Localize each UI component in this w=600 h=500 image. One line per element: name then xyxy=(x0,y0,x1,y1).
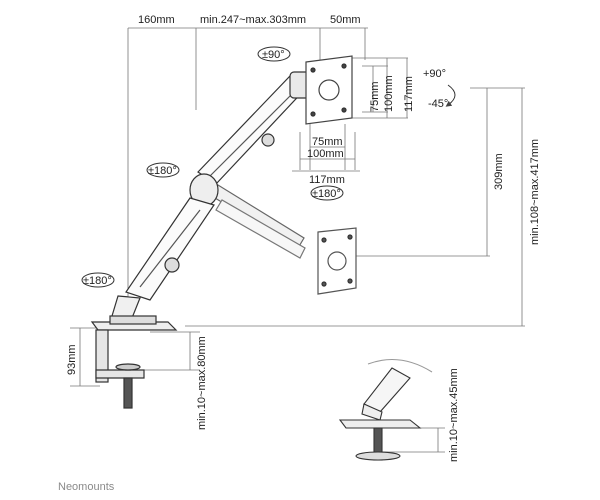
width-top-label: 160mm xyxy=(138,14,175,26)
upper-joint-label: ±180° xyxy=(148,165,177,177)
rotate-top-label: ±90° xyxy=(262,49,285,61)
rotate-lower-joint-icon xyxy=(81,272,115,288)
rotate-upper-joint-icon xyxy=(146,162,180,178)
vesa-h-100-label: 100mm xyxy=(383,75,395,112)
rotate-top-icon xyxy=(257,46,291,62)
tilt-icon xyxy=(445,84,456,107)
clamp-height-label: 93mm xyxy=(66,344,78,375)
lower-joint-label: ±180° xyxy=(83,275,112,287)
total-height-label: min.108~max.417mm xyxy=(529,139,541,245)
vesa-w-100-label: 100mm xyxy=(307,148,344,160)
vesa-offset-label: 50mm xyxy=(330,14,361,26)
dimension-lines xyxy=(70,27,525,453)
tilt-down-label: -45° xyxy=(428,98,448,110)
arm-reach-label: min.247~max.303mm xyxy=(200,14,306,26)
vesa-h-117-label: 117mm xyxy=(403,76,415,112)
grommet-range-label: min.10~max.45mm xyxy=(448,368,460,462)
vesa-plate-top xyxy=(305,55,353,125)
tilt-up-label: +90° xyxy=(423,68,446,80)
vesa-h-75-label: 75mm xyxy=(369,81,381,112)
monitor-arm-main xyxy=(90,55,357,409)
rotate-swivel-icon xyxy=(310,185,344,201)
grommet-inset xyxy=(338,359,433,461)
vesa-w-75-label: 75mm xyxy=(312,136,343,148)
clamp-range-label: min.10~max.80mm xyxy=(196,336,208,430)
rotate-arrow-icon xyxy=(81,46,456,288)
swivel-label: ±180° xyxy=(312,188,341,200)
vesa-w-117-label: 117mm xyxy=(309,174,345,186)
brand-logo-text: Neomounts xyxy=(58,481,115,493)
vesa-plate-lower xyxy=(317,227,357,295)
lift-height-label: 309mm xyxy=(493,153,505,190)
